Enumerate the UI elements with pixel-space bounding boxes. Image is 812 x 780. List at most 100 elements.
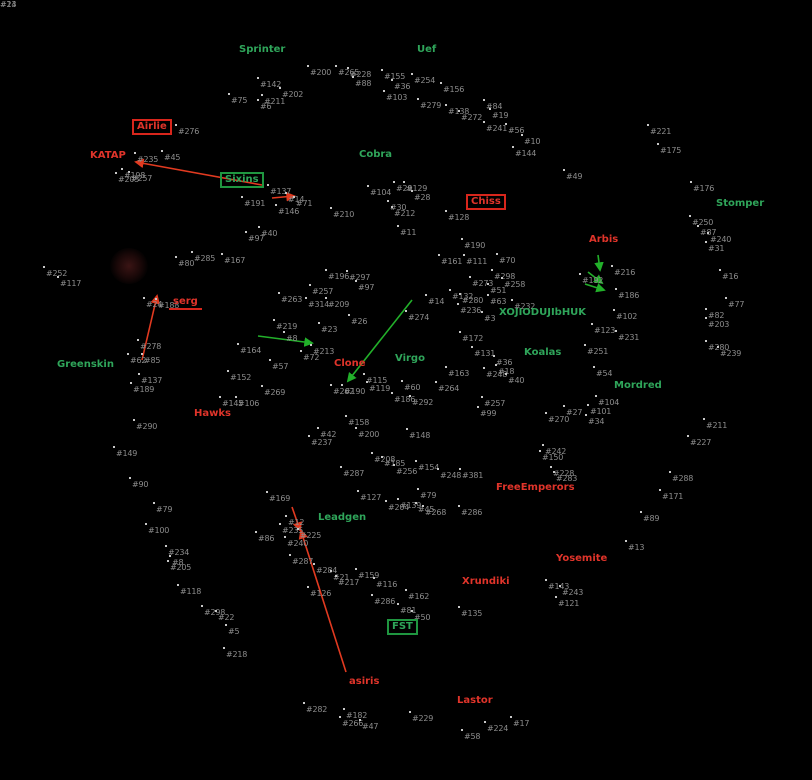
star-system[interactable]: #251 <box>584 344 608 357</box>
star-system[interactable]: #146 <box>275 204 299 217</box>
star-system[interactable]: #274 <box>405 310 429 323</box>
star-system[interactable]: #8 <box>169 555 184 568</box>
star-system[interactable]: #27 <box>563 405 583 418</box>
star-system[interactable]: #257 <box>128 171 152 184</box>
star-system[interactable]: #280 <box>459 293 483 306</box>
star-system[interactable]: #121 <box>555 596 579 609</box>
player-stomper[interactable]: Stomper <box>716 198 765 209</box>
star-system[interactable]: #265 <box>335 65 359 78</box>
star-system[interactable]: #26 <box>348 314 368 327</box>
star-system[interactable]: #14 <box>285 192 305 205</box>
star-system[interactable]: #142 <box>257 77 281 90</box>
star-system[interactable]: #239 <box>717 346 741 359</box>
star-system[interactable]: #211 <box>703 418 727 431</box>
star-system[interactable]: #297 <box>346 270 370 283</box>
star-system[interactable]: #198 <box>121 168 145 181</box>
star-system[interactable]: #286 <box>371 594 395 607</box>
star-system[interactable]: #176 <box>690 181 714 194</box>
star-system[interactable]: #50 <box>411 610 431 623</box>
player-yosemite[interactable]: Yosemite <box>556 553 608 564</box>
star-system[interactable]: #218 <box>223 647 247 660</box>
star-system[interactable]: #208 <box>371 452 395 465</box>
star-system[interactable]: #235 <box>279 523 303 536</box>
star-system[interactable]: #252 <box>43 266 67 279</box>
star-system[interactable]: #132 <box>449 289 473 302</box>
star-system[interactable]: #80 <box>175 256 195 269</box>
star-system[interactable]: #264 <box>435 381 459 394</box>
star-system[interactable]: #248 <box>483 367 507 380</box>
player-hawks[interactable]: Hawks <box>194 408 231 419</box>
star-system[interactable]: #219 <box>273 319 297 332</box>
star-system[interactable]: #79 <box>417 488 437 501</box>
star-system[interactable]: #182 <box>343 708 367 721</box>
star-system[interactable]: #273 <box>469 276 493 289</box>
star-system[interactable]: #135 <box>458 606 482 619</box>
star-system[interactable]: #212 <box>391 206 415 219</box>
star-system[interactable]: #3 <box>481 311 496 324</box>
star-system[interactable]: #51 <box>487 283 507 296</box>
star-system[interactable]: #5 <box>225 624 240 637</box>
star-system[interactable]: #14 <box>425 294 445 307</box>
star-system[interactable]: #314 <box>305 297 329 310</box>
star-system[interactable]: #298 <box>491 269 515 282</box>
star-system[interactable]: #175 <box>657 143 681 156</box>
star-system[interactable]: #123 <box>591 323 615 336</box>
star-system[interactable]: #152 <box>227 370 251 383</box>
player-xrundiki[interactable]: Xrundiki <box>462 576 510 587</box>
star-system[interactable]: #49 <box>563 169 583 182</box>
star-system[interactable]: #159 <box>355 568 379 581</box>
star-system[interactable]: #287 <box>340 466 364 479</box>
star-system[interactable]: #242 <box>542 444 566 457</box>
star-system[interactable]: #257 <box>481 396 505 409</box>
player-clone[interactable]: Clone <box>334 358 366 369</box>
star-system[interactable]: #100 <box>145 523 169 536</box>
star-system[interactable]: #21 <box>330 570 350 583</box>
star-system[interactable]: #145 <box>219 396 243 409</box>
star-system[interactable]: #227 <box>687 435 711 448</box>
star-system[interactable]: #154 <box>415 460 439 473</box>
star-system[interactable]: #272 <box>458 110 482 123</box>
star-system[interactable]: #24 <box>0 0 17 10</box>
star-system[interactable]: #285 <box>191 251 215 264</box>
star-system[interactable]: #36 <box>391 79 411 92</box>
star-system[interactable]: #18 <box>495 364 515 377</box>
star-system[interactable]: #203 <box>705 317 729 330</box>
star-system[interactable]: #282 <box>303 702 327 715</box>
star-system[interactable]: #232 <box>511 299 535 312</box>
star-system[interactable]: #200 <box>355 427 379 440</box>
star-system[interactable]: #266 <box>339 716 363 729</box>
star-system[interactable]: #241 <box>483 121 507 134</box>
player-airlie[interactable]: Airlie <box>132 119 172 135</box>
star-system[interactable]: #28 <box>411 190 431 203</box>
star-system[interactable]: #216 <box>611 265 635 278</box>
star-system[interactable]: #284 <box>313 563 337 576</box>
star-system[interactable]: #143 <box>545 579 569 592</box>
star-system[interactable]: #106 <box>235 396 259 409</box>
star-system[interactable]: #149 <box>113 446 137 459</box>
star-system[interactable]: #72 <box>300 350 320 363</box>
star-system[interactable]: #42 <box>317 427 337 440</box>
star-system[interactable]: #205 <box>167 560 191 573</box>
player-sprinter[interactable]: Sprinter <box>239 44 286 55</box>
star-system[interactable]: #129 <box>403 181 427 194</box>
star-system[interactable]: #16 <box>719 269 739 282</box>
star-system[interactable]: #185 <box>381 456 405 469</box>
star-system[interactable]: #13 <box>0 0 17 10</box>
star-system[interactable]: #171 <box>659 489 683 502</box>
player-cobra[interactable]: Cobra <box>359 149 393 160</box>
star-system[interactable]: #128 <box>445 210 469 223</box>
star-system[interactable]: #34 <box>585 414 605 427</box>
star-system[interactable]: #204 <box>385 500 409 513</box>
star-system[interactable]: #236 <box>457 303 481 316</box>
star-system[interactable]: #186 <box>615 288 639 301</box>
star-system[interactable]: #290 <box>133 419 157 432</box>
star-system[interactable]: #88 <box>352 76 372 89</box>
star-system[interactable]: #240 <box>284 536 308 549</box>
star-system[interactable]: #200 <box>307 65 331 78</box>
star-system[interactable]: #162 <box>405 589 429 602</box>
star-system[interactable]: #137 <box>138 373 162 386</box>
star-system[interactable]: #150 <box>539 450 563 463</box>
star-system[interactable]: #6 <box>257 99 272 112</box>
star-system[interactable]: #196 <box>325 269 349 282</box>
